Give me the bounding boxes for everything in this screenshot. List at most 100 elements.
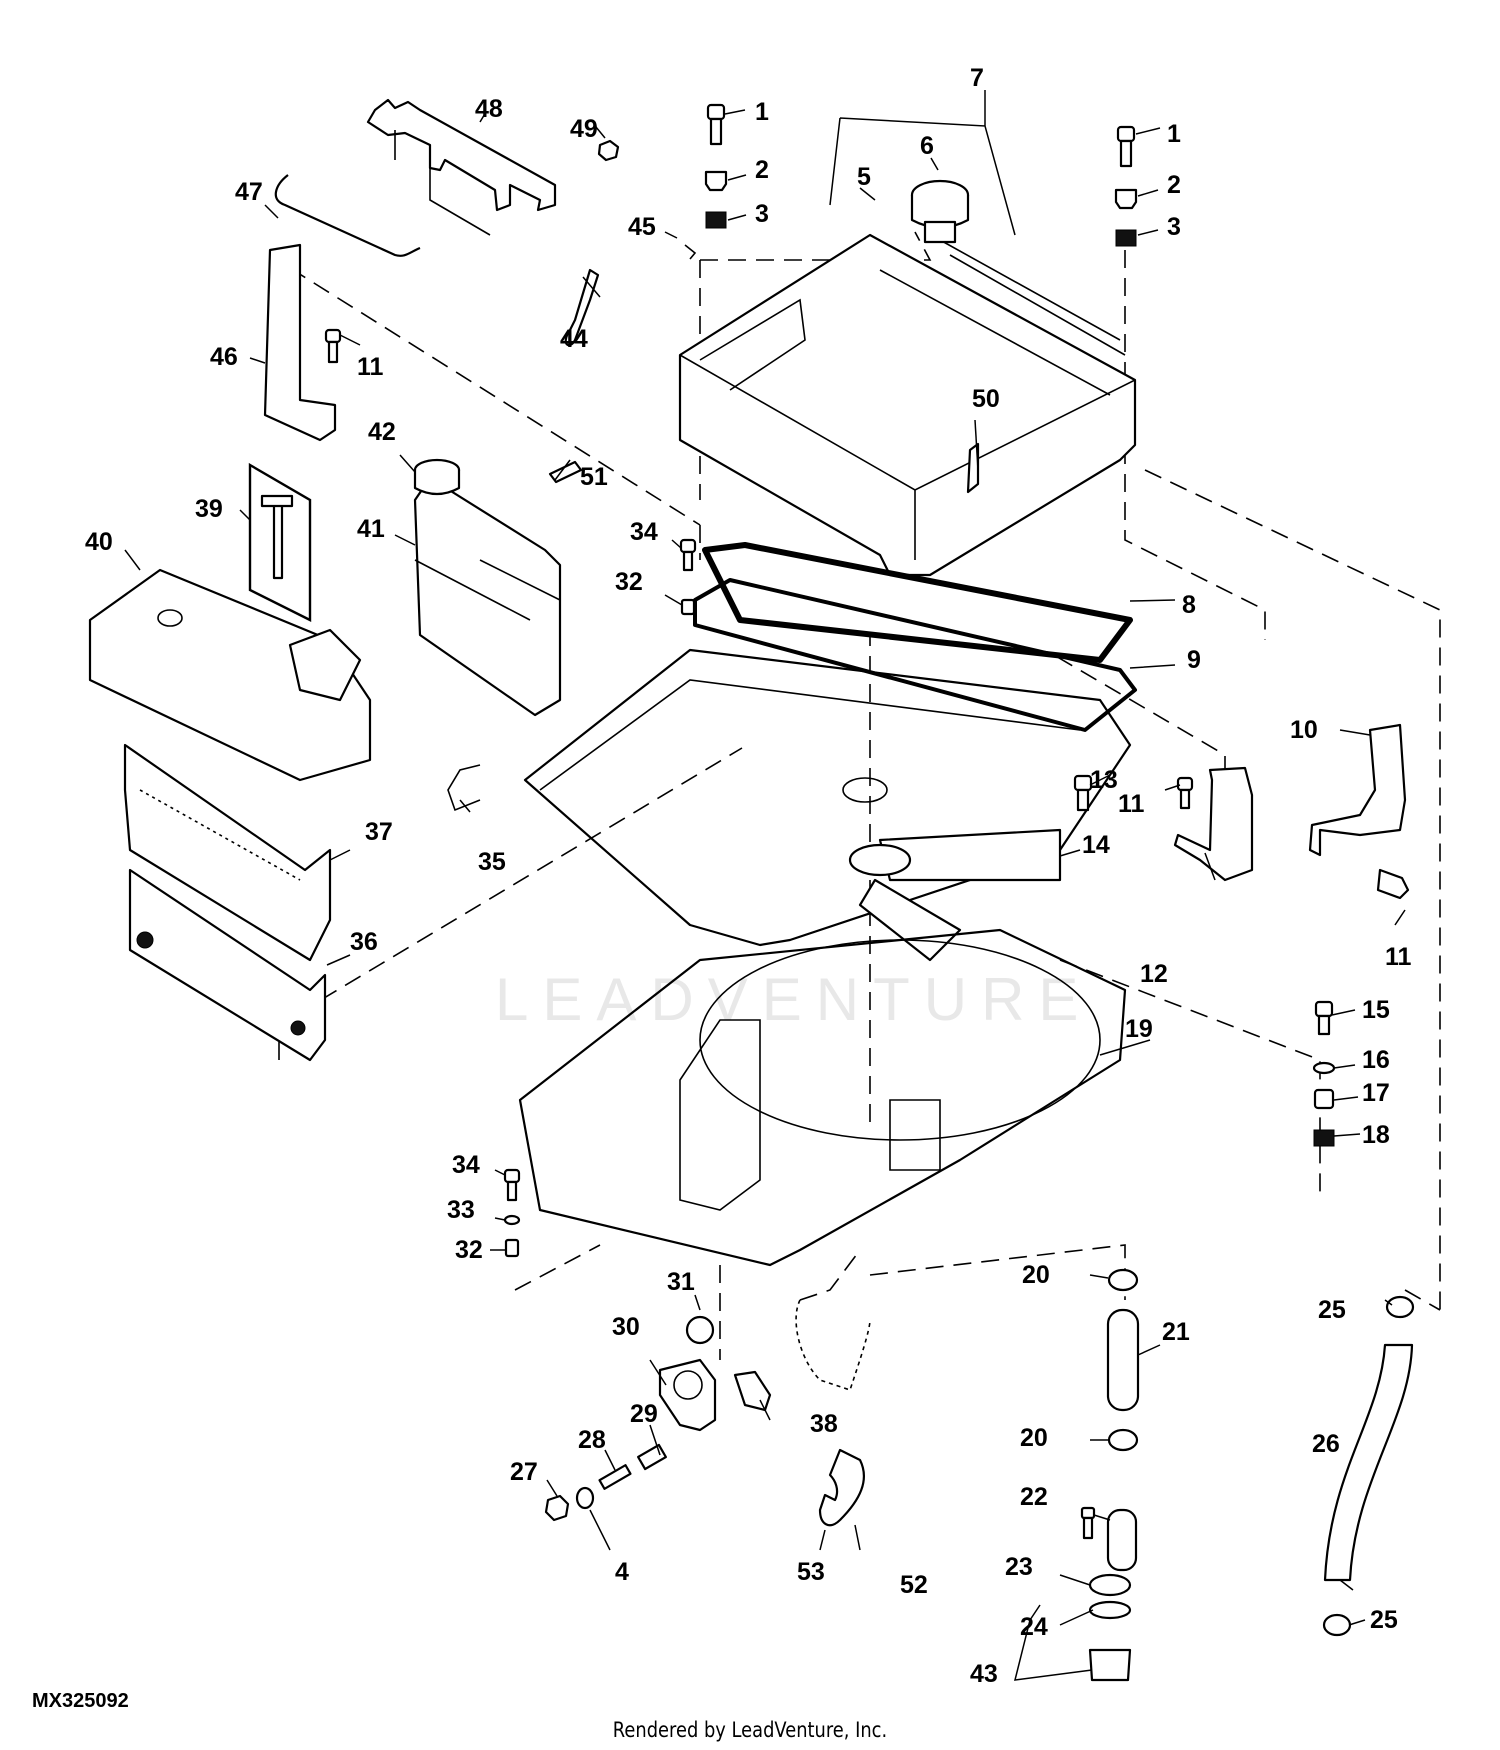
part-11-bolt-b[interactable]	[1176, 776, 1194, 810]
callout: 18	[1362, 1121, 1390, 1149]
callout: 11	[1118, 790, 1145, 818]
part-42-reservoir-cap[interactable]	[413, 458, 461, 496]
callout: 32	[455, 1236, 483, 1264]
part-48-bracket[interactable]	[366, 98, 557, 236]
leader-lines	[124, 90, 1406, 1681]
callout: 11	[357, 353, 384, 381]
callout: 12	[1140, 960, 1168, 988]
part-38-gasket[interactable]	[733, 1370, 772, 1412]
part-1-2-3-fastener-stack-b[interactable]	[1114, 125, 1138, 247]
part-40-air-cleaner-cover[interactable]	[88, 568, 372, 782]
callout: 17	[1362, 1079, 1390, 1107]
part-11-bolt-a[interactable]	[324, 328, 342, 364]
part-39-bolt-box[interactable]	[248, 462, 312, 622]
callout: 50	[972, 385, 1000, 413]
callout: 38	[810, 1410, 838, 1438]
callout: 21	[1162, 1318, 1190, 1346]
callout: 47	[235, 178, 263, 206]
part-49-nut[interactable]	[597, 139, 620, 162]
part-1-2-3-fastener-stack-a[interactable]	[704, 103, 728, 229]
callout: 26	[1312, 1430, 1340, 1458]
callout: 51	[580, 463, 608, 491]
callout: 10	[1290, 716, 1318, 744]
callout: 46	[210, 343, 238, 371]
callout: 14	[1082, 831, 1110, 859]
part-36-air-filter[interactable]	[128, 868, 327, 1062]
callout: 48	[475, 95, 503, 123]
part-46-bracket[interactable]	[263, 243, 337, 442]
callout: 42	[368, 418, 396, 446]
part-45-clip[interactable]	[684, 244, 697, 260]
callout: 37	[365, 818, 393, 846]
part-10-bracket[interactable]	[1308, 723, 1407, 857]
callout: 1	[755, 98, 769, 126]
callout: 11	[1385, 943, 1412, 971]
callout-labels: 7 1 2 3 6 5 1 2 3 48 49 47 45 44 46 11 5…	[85, 64, 1412, 1688]
part-19-blower-housing[interactable]	[518, 928, 1127, 1267]
part-43-thermostat-housing[interactable]	[1080, 1506, 1138, 1682]
part-8-screen[interactable]	[702, 542, 1133, 663]
callout: 49	[570, 115, 598, 143]
callout: 15	[1362, 996, 1390, 1024]
part-9-frame[interactable]	[693, 578, 1137, 732]
render-credit: Rendered by LeadVenture, Inc.	[612, 1718, 888, 1742]
part-38-gasket-outline	[795, 1299, 871, 1392]
callout: 35	[478, 848, 506, 876]
part-44-hose[interactable]	[564, 268, 600, 347]
part-27-nut[interactable]	[544, 1494, 570, 1522]
part-37-pre-cleaner-foam[interactable]	[123, 743, 332, 962]
callout: 2	[1167, 171, 1181, 199]
part-35-wire[interactable]	[447, 764, 481, 812]
callout: 13	[1090, 766, 1118, 794]
callout: 7	[970, 64, 984, 92]
callout: 1	[1167, 120, 1181, 148]
callout: 5	[857, 163, 871, 191]
part-11-bolt-c[interactable]	[1376, 868, 1410, 900]
part-6-radiator-cap[interactable]	[910, 179, 970, 244]
part-12-bracket[interactable]	[1173, 766, 1254, 882]
callout: 2	[755, 156, 769, 184]
part-34-33-32-fasteners-b[interactable]	[503, 1168, 521, 1258]
part-13-bolt[interactable]	[1073, 774, 1093, 812]
callout: 52	[900, 1571, 928, 1599]
part-shroud	[523, 648, 1132, 947]
callout: 41	[357, 515, 385, 543]
part-34-32-fasteners-a[interactable]	[679, 538, 697, 616]
part-47-rod[interactable]	[274, 174, 421, 257]
part-20-21-hose-clamps[interactable]	[1106, 1268, 1140, 1452]
callout: 3	[755, 200, 769, 228]
callout: 39	[195, 495, 223, 523]
callout: 20	[1020, 1424, 1048, 1452]
callout: 31	[667, 1268, 695, 1296]
callout: 23	[1005, 1553, 1033, 1581]
part-14-fan[interactable]	[848, 828, 1062, 962]
callout: 3	[1167, 213, 1181, 241]
part-4-washer[interactable]	[575, 1486, 595, 1510]
callout: 45	[628, 213, 656, 241]
callout: 34	[452, 1151, 480, 1179]
part-52-53-hose[interactable]	[818, 1448, 865, 1527]
callout: 9	[1187, 646, 1201, 674]
callout: 29	[630, 1400, 658, 1428]
part-29-fitting[interactable]	[637, 1443, 667, 1471]
callout: 44	[560, 325, 588, 353]
callout: 25	[1370, 1606, 1398, 1634]
part-28-connector[interactable]	[598, 1464, 632, 1490]
part-50-clip[interactable]	[966, 442, 980, 494]
part-30-elbow[interactable]	[658, 1358, 717, 1432]
callout: 40	[85, 528, 113, 556]
callout: 43	[970, 1660, 998, 1688]
callout: 28	[578, 1426, 606, 1454]
callout: 32	[615, 568, 643, 596]
callout: 6	[920, 132, 934, 160]
callout: 27	[510, 1458, 538, 1486]
part-31-plug[interactable]	[685, 1315, 715, 1345]
part-41-reservoir[interactable]	[413, 476, 562, 717]
watermark-text: LEADVENTURE	[495, 966, 1092, 1033]
part-15-18-fastener-stack[interactable]	[1312, 1000, 1336, 1147]
part-5-7-radiator[interactable]	[678, 233, 1137, 577]
figure-id: MX325092	[32, 1690, 129, 1712]
part-25-26-hose-clamps[interactable]	[1322, 1295, 1415, 1637]
callout: 24	[1020, 1613, 1048, 1641]
